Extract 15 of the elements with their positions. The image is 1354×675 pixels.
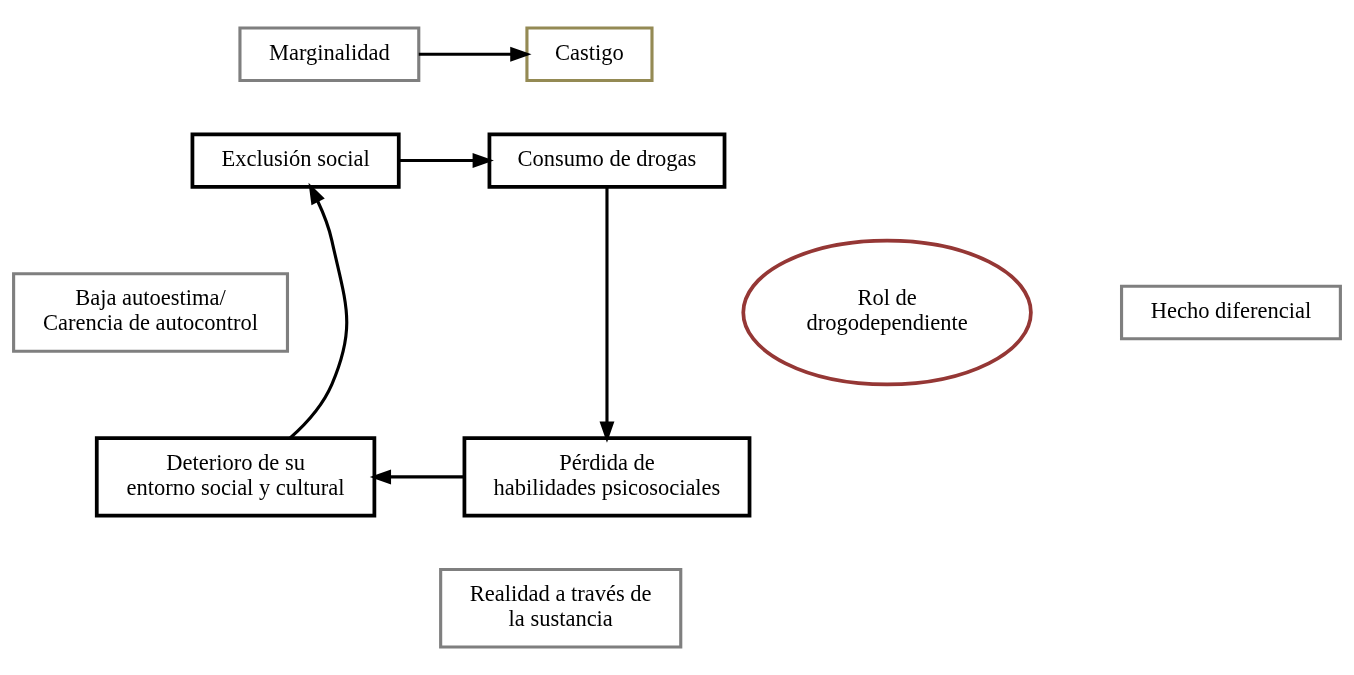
arrow (289, 182, 349, 440)
node-box: Baja autoestima/ Carencia de autocontrol (12, 272, 290, 353)
arrow (418, 46, 532, 62)
node-box: Marginalidad (238, 26, 421, 83)
arrow (599, 186, 615, 443)
node-box: Consumo de drogas (487, 132, 727, 189)
arrow (369, 469, 465, 485)
arrow (399, 153, 494, 168)
node-box: Deterioro de su entorno social y cultural (94, 436, 377, 518)
node-ellipse: Rol de drogodependiente (741, 238, 1033, 387)
node-box: Realidad a través de la sustancia (439, 567, 683, 649)
node-box: Castigo (525, 26, 654, 83)
node-box: Exclusión social (190, 132, 401, 189)
node-box: Hecho diferencial (1120, 284, 1342, 341)
node-box: Pérdida de habilidades psicosociales (462, 436, 752, 518)
